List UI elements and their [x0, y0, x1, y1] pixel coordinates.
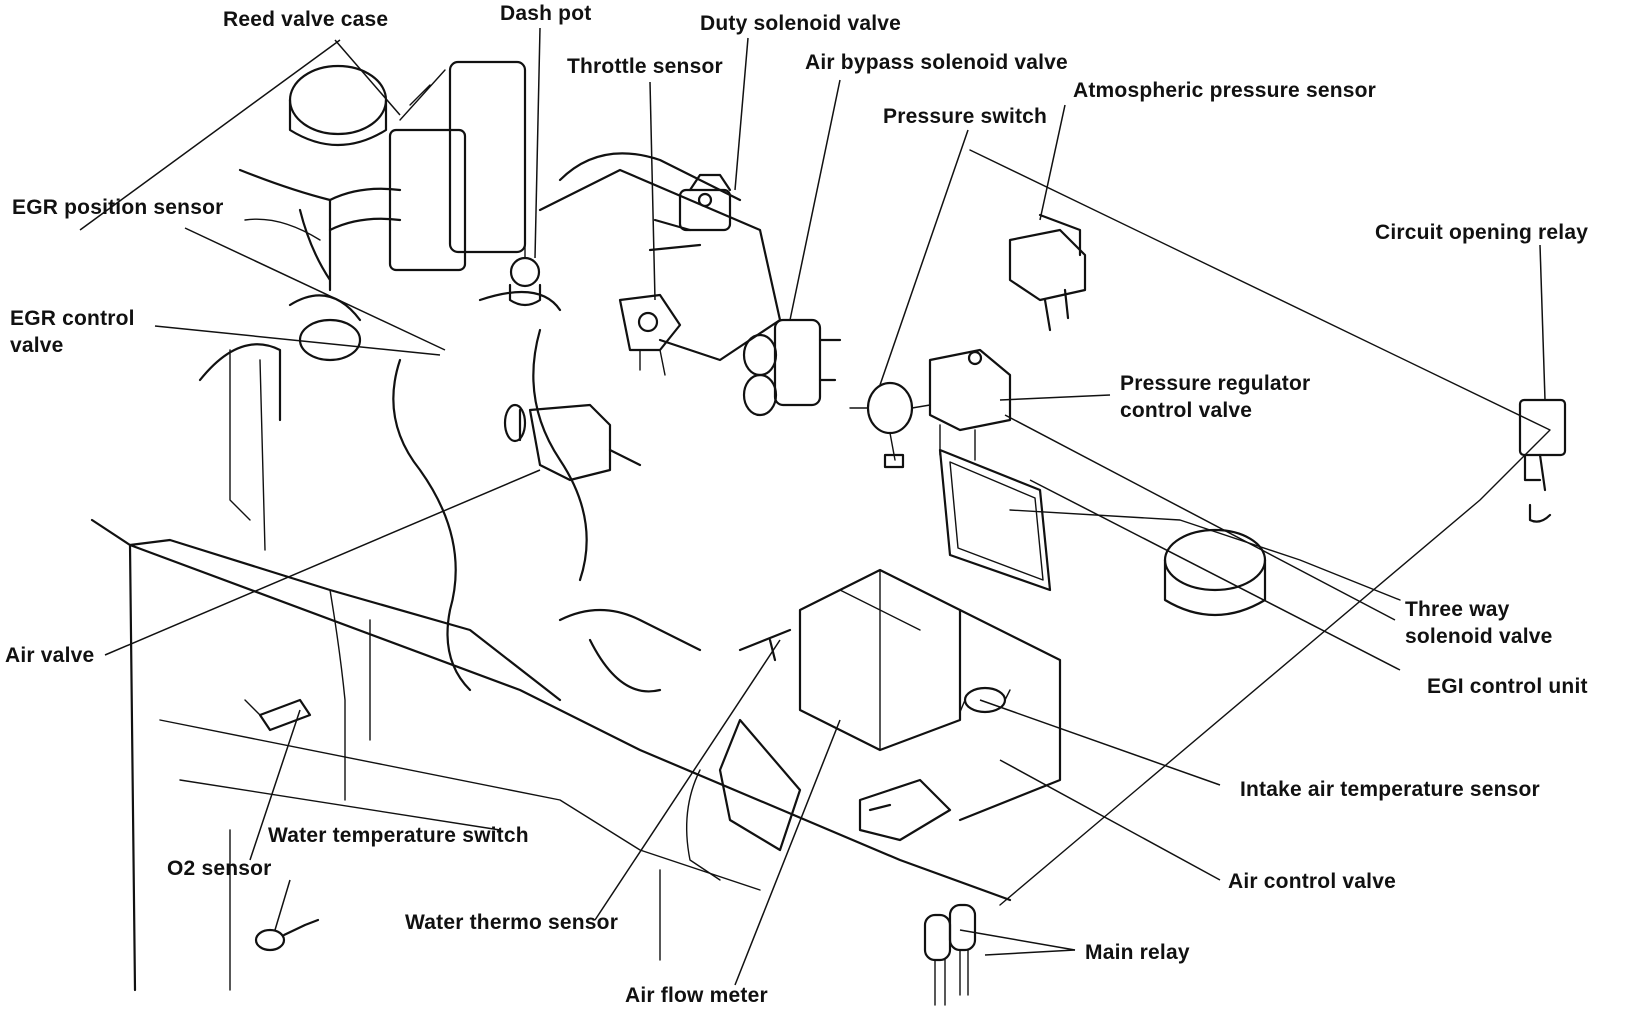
intake-tube — [198, 294, 362, 422]
label-intake-air-temperature-sensor: Intake air temperature sensor — [1240, 778, 1540, 801]
hose-upper — [244, 218, 321, 241]
leader-lines — [79, 27, 1546, 986]
label-egr-position-sensor: EGR position sensor — [12, 196, 224, 219]
label-main-relay: Main relay — [1085, 941, 1190, 964]
label-water-temperature-switch: Water temperature switch — [268, 824, 529, 847]
head-left — [229, 349, 266, 551]
label-air-valve: Air valve — [5, 644, 95, 667]
center-block — [538, 152, 782, 362]
reed-valve-case-part — [288, 60, 527, 272]
duty-solenoid-part — [648, 173, 732, 252]
egi-control-unit-part — [938, 448, 1052, 592]
label-three-way-solenoid-valve: Three way solenoid valve — [1405, 596, 1553, 650]
label-reed-valve-case: Reed valve case — [223, 8, 389, 31]
filler-cap — [298, 318, 362, 362]
atmospheric-pressure-sensor-part — [1008, 213, 1087, 332]
front-frame — [159, 719, 761, 891]
air-flow-meter-part — [686, 568, 1062, 881]
pressure-regulator-part — [928, 348, 1012, 461]
label-three-way-line2: solenoid valve — [1405, 625, 1553, 648]
label-air-flow-meter: Air flow meter — [625, 984, 768, 1007]
throttle-sensor-part — [618, 293, 682, 376]
right-cylinder-part — [1163, 528, 1267, 616]
label-dash-pot: Dash pot — [500, 2, 592, 25]
label-egr-control-valve: EGR control valve — [10, 305, 135, 359]
label-atmospheric-pressure-sensor: Atmospheric pressure sensor — [1073, 79, 1377, 102]
label-throttle-sensor: Throttle sensor — [567, 55, 723, 78]
label-egr-control-valve-line1: EGR control — [10, 307, 135, 330]
label-pressure-regulator-line1: Pressure regulator — [1120, 372, 1311, 395]
fuel-rail — [558, 608, 702, 693]
water-thermo-probe — [738, 628, 792, 662]
bay-rear-edge — [969, 149, 1551, 906]
label-three-way-line1: Three way — [1405, 598, 1510, 621]
label-air-bypass-solenoid-valve: Air bypass solenoid valve — [805, 51, 1068, 74]
label-circuit-opening-relay: Circuit opening relay — [1375, 221, 1589, 244]
label-egi-control-unit: EGI control unit — [1427, 675, 1588, 698]
label-egr-control-valve-line2: valve — [10, 334, 64, 357]
label-air-control-valve: Air control valve — [1228, 870, 1396, 893]
label-pressure-switch: Pressure switch — [883, 105, 1048, 128]
water-temperature-switch-part — [254, 918, 320, 952]
label-water-thermo-sensor: Water thermo sensor — [405, 911, 619, 934]
circuit-opening-relay-part — [1518, 398, 1567, 523]
air-bypass-solenoid-part — [742, 318, 842, 417]
air-control-valve-part — [858, 778, 952, 842]
label-duty-solenoid-valve: Duty solenoid valve — [700, 12, 902, 35]
bay-right-edge — [1009, 509, 1401, 601]
hose-left — [238, 168, 332, 292]
intake-manifold — [392, 290, 588, 692]
intake-air-temperature-sensor-part — [959, 686, 1011, 714]
dash-pot-part — [508, 159, 542, 307]
label-pressure-regulator-control-valve: Pressure regulator control valve — [1120, 370, 1310, 424]
main-relay-part — [923, 903, 977, 1006]
front-crossmember — [329, 589, 371, 801]
engine-block-left — [128, 538, 562, 702]
o2-sensor-part — [244, 698, 312, 732]
label-o2-sensor: O2 sensor — [167, 857, 272, 880]
label-pressure-regulator-line2: control valve — [1120, 399, 1253, 422]
front-lower — [229, 829, 661, 991]
pressure-switch-part — [849, 381, 931, 469]
air-valve-part — [503, 403, 642, 482]
